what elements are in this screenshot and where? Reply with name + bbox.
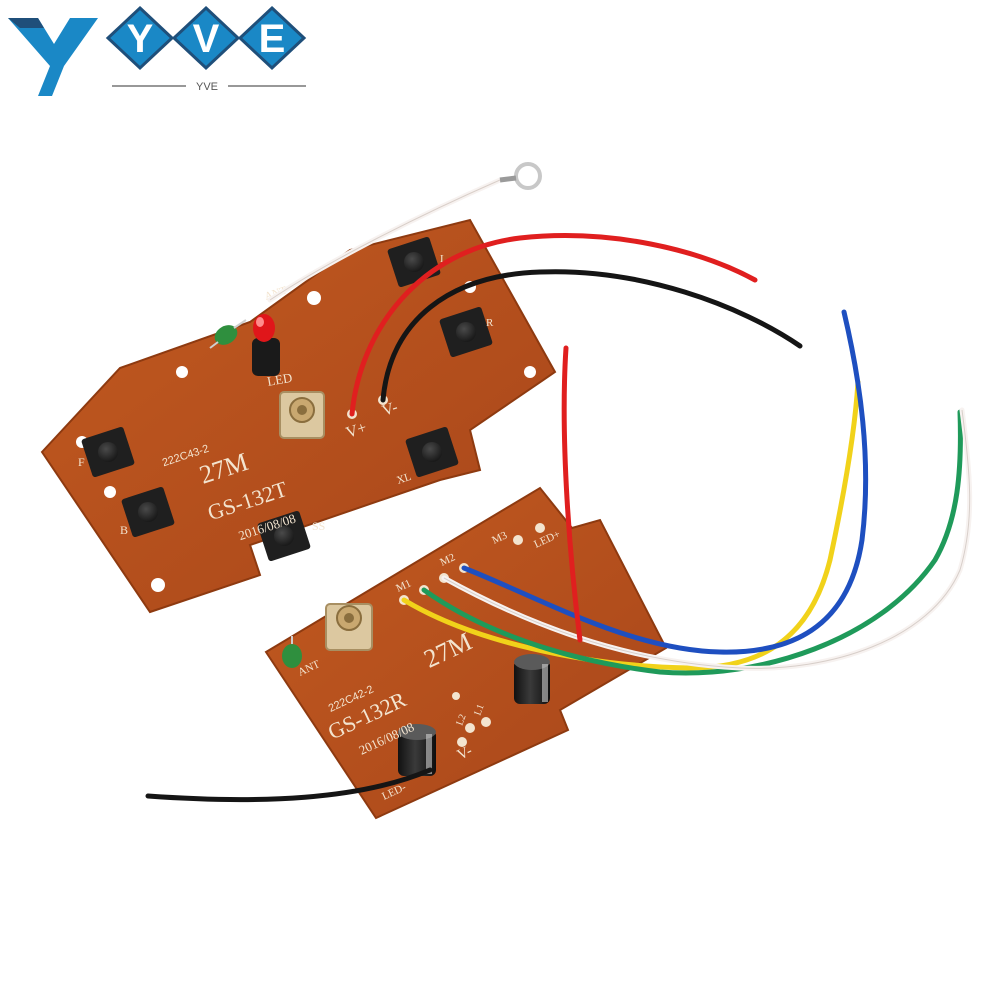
label-vminus: V- (380, 399, 400, 420)
led-red-icon (252, 314, 280, 376)
inductor-green-icon (209, 319, 247, 349)
inductor-green-icon (282, 636, 302, 668)
pad-l1 (481, 717, 491, 727)
button-r[interactable] (439, 306, 493, 358)
label-m2: M2 (438, 551, 457, 568)
tuning-coil-icon (279, 391, 325, 439)
label-l2: L2 (454, 713, 468, 727)
mount-hole (176, 366, 188, 378)
pad-l2 (465, 723, 475, 733)
mount-hole (524, 366, 536, 378)
label-vplus: V+ (344, 419, 369, 442)
receiver-board: 222C42-2 GS-132R 2016/08/08 27M M1 M2 M3… (145, 309, 973, 820)
label-ss: SS (312, 519, 325, 533)
pad-ledplus (535, 523, 545, 533)
ring-terminal-icon (514, 162, 542, 190)
logo-badge-v: V (171, 5, 241, 71)
wire-black (380, 269, 803, 403)
pad-vminus-rx (457, 737, 467, 747)
logo-badge-e: E (237, 5, 307, 71)
logo-badge-y: Y (105, 5, 175, 71)
mount-hole (104, 486, 116, 498)
label-f: F (78, 455, 85, 469)
wire-red (349, 233, 758, 417)
pad-m3 (513, 535, 523, 545)
wire-yellow (401, 379, 861, 671)
logo-letter-y: Y (127, 17, 154, 61)
label-r: R (486, 317, 494, 329)
wire-green (421, 409, 963, 676)
mount-hole (151, 578, 165, 592)
button-f[interactable] (81, 426, 135, 478)
pad-small (452, 692, 460, 700)
transmitter-board: 27M GS-132T 2016/08/08 222C43-2 LED V+ V… (40, 162, 803, 614)
logo-subtitle: YVE (196, 81, 218, 93)
tuning-coil-icon (325, 603, 373, 651)
label-l1: L1 (472, 703, 486, 717)
wire-black-rx (145, 767, 433, 803)
label-l: L (440, 253, 447, 265)
capacitor-icon (514, 654, 550, 704)
receiver-pcb (264, 486, 668, 820)
label-vminus-rx: V- (455, 743, 475, 764)
label-b: B (120, 523, 128, 537)
label-m1: M1 (394, 577, 413, 594)
wire-red-rx (561, 345, 583, 643)
logo-letter-e: E (259, 17, 286, 61)
label-xl: XL (395, 471, 413, 487)
button-xl[interactable] (405, 426, 459, 478)
mount-hole (307, 291, 321, 305)
label-led: LED (266, 370, 294, 389)
capacitor-icon (398, 724, 436, 776)
y-mark-icon (8, 18, 98, 96)
button-b[interactable] (121, 486, 175, 538)
brand-logo: Y V E YVE (8, 5, 307, 96)
button-ss[interactable] (257, 510, 311, 562)
logo-letter-v: V (193, 17, 220, 61)
